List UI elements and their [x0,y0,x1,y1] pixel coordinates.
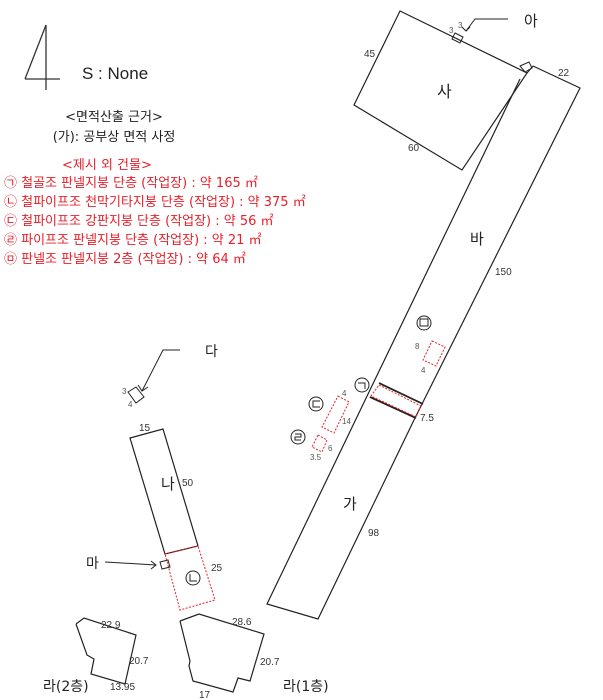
dim-da-4: 4 [128,400,133,409]
building-na [129,428,199,555]
dim-digeut-4: 4 [342,389,347,398]
dim-na-50: 50 [182,478,194,489]
building-da [127,349,180,404]
extra-buildings-title: <제시 외 건물> [62,158,152,173]
dim-mieum-8: 8 [415,342,420,351]
extra-digeut [308,395,350,434]
extra-giyeok [354,377,424,419]
building-sa [353,10,528,171]
extra-rieul [290,429,328,453]
building-a-label: 아 [524,12,538,30]
dim-mieum-4: 4 [421,366,426,375]
dim-nieun-25: 25 [211,563,223,574]
building-ra2 [75,617,137,685]
dim-ga-98: 98 [368,528,380,539]
building-sa-label: 사 [437,82,452,101]
extra-nieun [164,545,216,611]
scale-label: S : None [82,64,149,83]
dim-ba-150: 150 [495,267,512,278]
dim-ra2-20.7: 20.7 [129,656,149,667]
north-arrow-icon [24,24,60,90]
dim-na-15: 15 [139,423,151,434]
building-a [451,18,533,73]
extra-item-4: ㉣ 파이프조 판넬지붕 단층 (작업장) : 약 21 ㎡ [4,233,262,248]
extra-item-2: ㉡ 철파이프조 천막기타지붕 단층 (작업장) : 약 375 ㎡ [4,195,306,210]
area-basis-line: (가): 공부상 면적 사정 [52,130,176,145]
building-da-label: 다 [205,344,218,360]
dim-sa-60: 60 [408,143,420,154]
building-na-label: 나 [161,475,175,493]
dim-a-3a: 3 [449,26,454,35]
dim-da-3: 3 [122,387,127,396]
dim-rieul-6: 6 [328,444,333,453]
dim-giyeok-7.5: 7.5 [420,413,434,424]
building-ga [266,391,415,620]
dim-ba-22: 22 [558,68,570,79]
building-ra1 [179,613,265,693]
dim-a-3b: 3 [458,21,463,30]
building-ra1-label: 라(1층) [283,679,329,695]
building-ra2-label: 라(2층) [43,679,89,695]
dim-ra2-22.9: 22.9 [101,620,121,631]
building-ba [368,65,581,421]
building-ba-label: 바 [470,230,484,248]
dim-sa-45: 45 [364,49,376,60]
extra-mieum [416,315,446,367]
dim-ra1-20.7: 20.7 [260,657,280,668]
building-ma [104,559,171,570]
dim-ra2-13.95: 13.95 [110,682,135,693]
extra-item-3: ㉢ 철파이프조 강판지붕 단층 (작업장) : 약 56 ㎡ [4,214,274,229]
area-basis-title: <면적산출 근거> [65,110,163,125]
dim-rieul-3.5: 3.5 [310,453,322,462]
extra-item-1: ㉠ 철골조 판넬지붕 단층 (작업장) : 약 165 ㎡ [4,176,258,191]
building-ma-label: 마 [86,556,99,572]
dim-ra1-17: 17 [199,690,211,700]
extra-item-5: ㉤ 판넬조 판넬지붕 2층 (작업장) : 약 64 ㎡ [4,252,246,267]
building-ga-label: 가 [343,495,357,513]
dim-digeut-14: 14 [342,417,351,426]
dim-ra1-28.6: 28.6 [232,617,252,628]
